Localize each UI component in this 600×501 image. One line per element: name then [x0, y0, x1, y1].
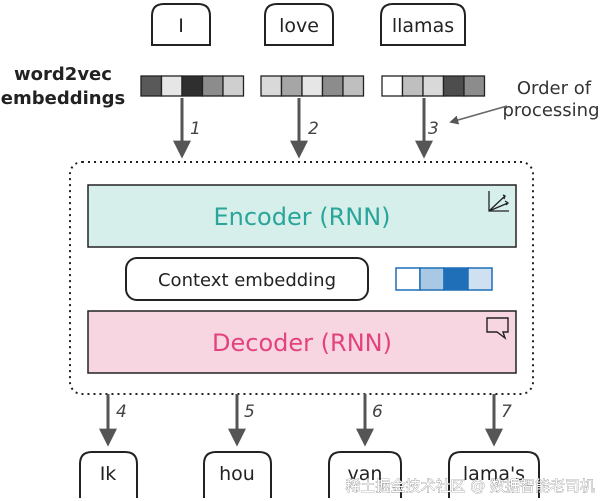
embedding-cell: [401, 75, 424, 97]
input-token-i: I: [151, 3, 211, 46]
step-number: 4: [116, 402, 127, 422]
word2vec-label-line2: embeddings: [1, 88, 125, 109]
step-number: 1: [190, 119, 201, 139]
step-number: 3: [428, 119, 439, 139]
embedding-cell: [463, 75, 486, 97]
embedding-cell: [260, 75, 283, 97]
embedding-cell: [422, 75, 445, 97]
input-token-love: love: [264, 3, 334, 46]
output-token-hou: hou: [203, 451, 272, 498]
output-token-van: van: [328, 451, 402, 498]
word2vec-label-line1: word2vec: [14, 64, 112, 85]
step-number: 5: [244, 402, 255, 422]
encoder-label: Encoder (RNN): [213, 203, 390, 231]
input-token-llamas: llamas: [380, 3, 466, 46]
context-cell: [419, 267, 445, 291]
decoder-label: Decoder (RNN): [212, 329, 392, 357]
step-number: 7: [501, 402, 512, 422]
embedding-cell: [301, 75, 324, 97]
context-embedding-block: Context embedding: [125, 257, 369, 301]
watermark-text: 稀土掘金技术社区 @ 数据智能老司机: [345, 477, 595, 495]
embedding-cell: [201, 75, 224, 97]
embedding-cell: [280, 75, 303, 97]
output-token-label: lama's: [463, 463, 525, 485]
embedding-cell: [442, 75, 465, 97]
embedding-cell: [181, 75, 204, 97]
context-cell: [467, 267, 493, 291]
order-label-line2: processing: [502, 100, 599, 121]
speech-bubble-icon: [486, 317, 509, 340]
input-token-label: love: [279, 15, 319, 37]
step-number: 6: [372, 402, 383, 422]
embedding-cell: [321, 75, 344, 97]
embedding-cell: [342, 75, 365, 97]
embedding-vector-i: [140, 75, 245, 97]
context-embedding-vector: [395, 267, 493, 291]
context-cell: [395, 267, 421, 291]
context-cell: [443, 267, 469, 291]
input-token-label: I: [178, 15, 184, 37]
embedding-vector-llamas: [381, 75, 486, 97]
embedding-vector-love: [260, 75, 365, 97]
step-number: 2: [308, 119, 319, 139]
vector-axes-icon: [488, 191, 510, 212]
output-token-label: Ik: [100, 463, 117, 485]
order-pointer-arrow: [449, 105, 508, 125]
embedding-cell: [381, 75, 404, 97]
embedding-cell: [222, 75, 245, 97]
context-label: Context embedding: [158, 270, 336, 291]
encoder-block: Encoder (RNN): [87, 184, 517, 248]
embedding-cell: [160, 75, 183, 97]
input-token-label: llamas: [392, 15, 454, 37]
embedding-cell: [140, 75, 163, 97]
output-token-lamas: lama's: [448, 451, 540, 498]
output-token-label: van: [348, 463, 383, 485]
order-label-line1: Order of: [517, 78, 592, 99]
output-token-label: hou: [219, 463, 255, 485]
decoder-block: Decoder (RNN): [87, 310, 517, 374]
output-token-ik: Ik: [79, 451, 138, 498]
